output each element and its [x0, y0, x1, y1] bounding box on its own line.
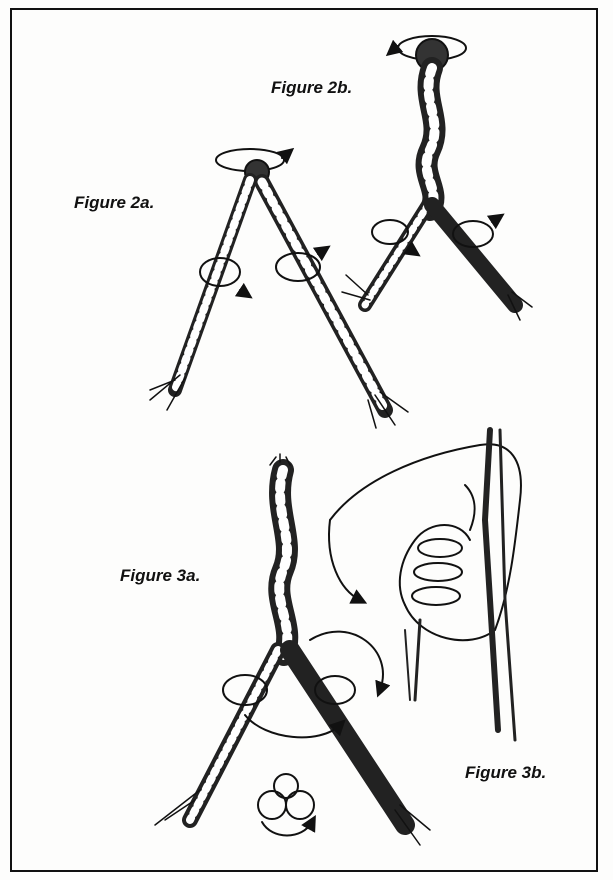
- rotation-symbol: [258, 774, 314, 836]
- figure-3b-drawing: [329, 430, 521, 740]
- figure-2b-drawing: [342, 36, 532, 320]
- figure-3a-drawing: [155, 454, 430, 845]
